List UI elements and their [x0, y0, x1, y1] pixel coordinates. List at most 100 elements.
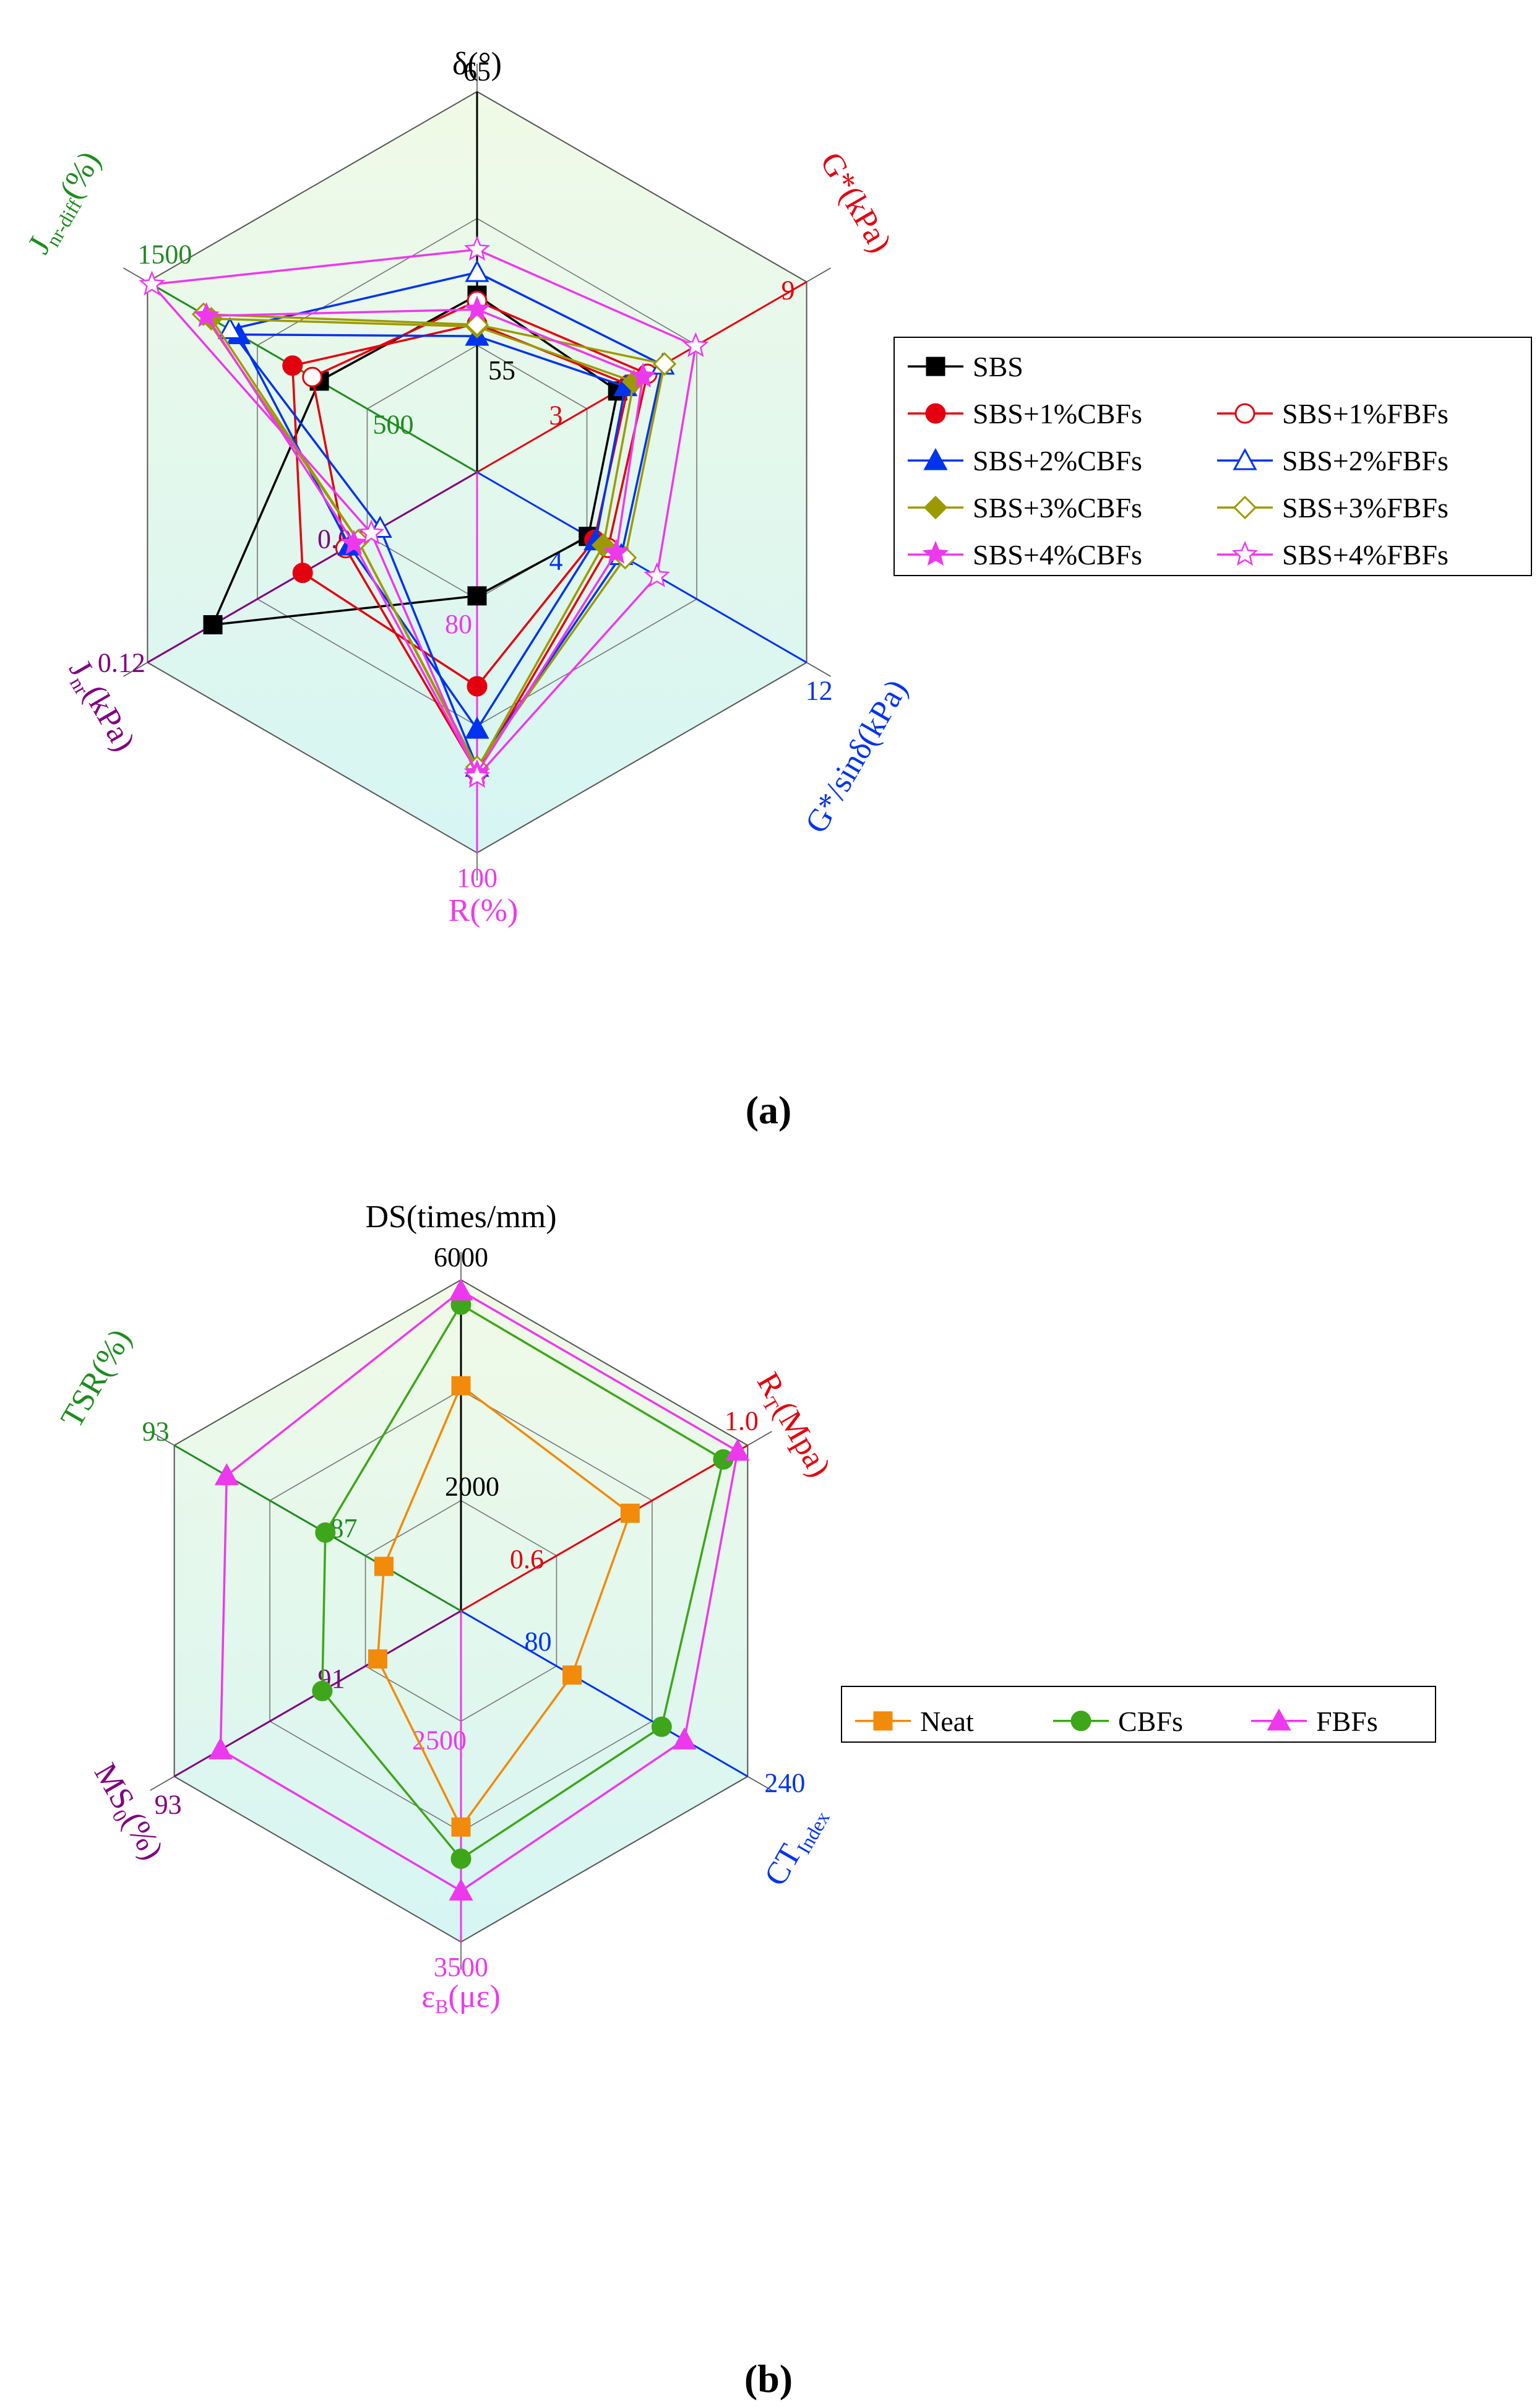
outer-spoke: [747, 1431, 772, 1446]
point-SBS+1%CBFs-Jdiff: [282, 355, 303, 376]
axis-title-gstar: G*(kPa): [813, 147, 898, 259]
axis-title-RT: RT(Mpa): [747, 1366, 838, 1485]
legend-label-SBS: SBS: [973, 351, 1023, 382]
point-FBFs-MS0: [208, 1737, 233, 1759]
outer-spoke: [123, 267, 148, 283]
tick-label-Jdiff: 1500: [137, 240, 192, 270]
tick-label-gsin: 12: [806, 676, 833, 706]
radar-chart-a: 655593124100800.120.041500500δ(°)G*(kPa)…: [21, 46, 1532, 928]
point-CBFs-MS0: [312, 1680, 333, 1701]
legend-marker-SBS+1%FBFs: [1234, 403, 1255, 424]
outer-spoke: [747, 1776, 772, 1791]
point-Neat-RT: [620, 1503, 640, 1523]
tick-label-R: 100: [457, 863, 497, 893]
point-Neat-DS: [451, 1376, 471, 1396]
point-SBS-R: [467, 586, 487, 606]
point-CBFs-eB: [450, 1848, 471, 1869]
axis-line-Jnr: [147, 471, 478, 663]
point-SBS+3%FBFs-gstar: [652, 352, 677, 376]
point-SBS+1%CBFs-R: [467, 676, 488, 697]
axis-line-gsin: [476, 471, 807, 663]
point-SBS+2%FBFs-Jdiff: [218, 317, 243, 339]
outer-spoke: [123, 662, 148, 677]
legend-label-SBS+2%CBFs: SBS+2%CBFs: [973, 445, 1142, 477]
legend-marker-SBS+4%FBFs: [1231, 540, 1259, 566]
outer-spoke: [806, 267, 831, 283]
legend-label-SBS+3%CBFs: SBS+3%CBFs: [973, 492, 1142, 524]
caption-b: (b): [744, 2357, 793, 2401]
series-FBFs: [208, 1278, 750, 1901]
point-FBFs-TSR: [214, 1463, 239, 1485]
point-Neat-MS0: [368, 1649, 387, 1669]
tick-label-Jdiff: 500: [372, 410, 413, 440]
radar-chart-b: 600020001.00.6240803500250093919387DS(ti…: [54, 1199, 1436, 2017]
tick-label-TSR: 93: [142, 1417, 170, 1447]
point-FBFs-CT: [672, 1727, 697, 1750]
point-SBS-Jnr: [203, 615, 223, 635]
point-Neat-eB: [451, 1817, 471, 1837]
series-CBFs: [312, 1294, 734, 1869]
tick-label-CT: 80: [524, 1626, 551, 1657]
legend-marker-SBS+2%CBFs: [923, 448, 948, 470]
tick-label-DS: 2000: [445, 1472, 499, 1502]
point-SBS+4%CBFs-gsin: [603, 538, 630, 564]
legend-label-SBS+1%FBFs: SBS+1%FBFs: [1282, 398, 1449, 429]
tick-label-eB: 3500: [434, 1952, 488, 1982]
tick-label-gstar: 3: [549, 400, 563, 431]
caption-a: (a): [746, 1088, 792, 1132]
point-SBS+1%CBFs-Jnr: [292, 563, 313, 584]
point-CBFs-TSR: [315, 1522, 336, 1543]
point-FBFs-eB: [449, 1878, 473, 1901]
series-Neat: [368, 1376, 640, 1837]
legend-marker-FBFs: [1267, 1708, 1291, 1731]
point-FBFs-RT: [725, 1438, 750, 1461]
tick-label-DS: 6000: [434, 1242, 488, 1272]
outer-spoke: [806, 662, 831, 677]
legend-marker-SBS: [926, 356, 945, 376]
point-SBS+4%FBFs-gsin: [644, 562, 670, 587]
outer-spoke: [150, 1431, 175, 1446]
axis-title-delta: δ(°): [452, 46, 502, 82]
point-SBS+3%FBFs-delta: [465, 313, 489, 337]
tick-label-Jnr: 0.12: [98, 648, 145, 678]
point-SBS+2%CBFs-R: [465, 717, 489, 739]
axis-title-Jdiff: Jnr-diff(%): [21, 145, 110, 261]
axis-title-R: R(%): [449, 893, 519, 928]
point-SBS+1%FBFs-Jdiff: [302, 366, 323, 387]
legend-label-CBFs: CBFs: [1118, 1706, 1183, 1737]
point-SBS+4%CBFs-Jdiff: [193, 302, 220, 327]
point-SBS+2%FBFs-delta: [465, 260, 489, 282]
legend-marker-SBS+2%FBFs: [1233, 448, 1257, 470]
legend-label-SBS+3%FBFs: SBS+3%FBFs: [1282, 492, 1449, 524]
tick-label-delta: 55: [488, 355, 515, 386]
tick-label-gstar: 9: [781, 275, 795, 306]
legend-label-SBS+1%CBFs: SBS+1%CBFs: [973, 398, 1142, 429]
legend-marker-SBS+4%CBFs: [922, 540, 949, 566]
legend-marker-CBFs: [1070, 1711, 1091, 1732]
tick-label-eB: 2500: [412, 1725, 467, 1755]
legend-marker-SBS+3%FBFs: [1233, 495, 1257, 520]
legend-label-SBS+2%FBFs: SBS+2%FBFs: [1282, 445, 1449, 477]
point-SBS+4%CBFs-delta: [463, 295, 491, 321]
legend-box: [893, 337, 1532, 576]
point-CBFs-CT: [651, 1716, 672, 1737]
point-SBS+4%FBFs-Jdiff: [139, 270, 165, 296]
point-Neat-TSR: [374, 1556, 394, 1576]
axis-line-CT: [460, 1610, 749, 1777]
point-SBS+4%FBFs-gstar: [682, 332, 709, 358]
legend-label-Neat: Neat: [920, 1706, 974, 1737]
point-Neat-CT: [562, 1665, 582, 1685]
tick-label-R: 80: [445, 609, 472, 639]
axis-title-TSR: TSR(%): [54, 1323, 138, 1434]
legend-label-SBS+4%FBFs: SBS+4%FBFs: [1282, 539, 1449, 571]
axis-title-eB: εB(με): [421, 1979, 501, 2017]
point-SBS+4%CBFs-gstar: [629, 362, 657, 388]
legend-label-SBS+4%CBFs: SBS+4%CBFs: [973, 539, 1142, 571]
tick-label-RT: 1.0: [725, 1406, 759, 1436]
legend-label-FBFs: FBFs: [1316, 1706, 1378, 1737]
point-SBS+4%FBFs-R: [463, 762, 491, 788]
point-SBS+4%CBFs-Jnr: [340, 529, 367, 555]
legend-marker-SBS+1%CBFs: [925, 403, 946, 424]
point-SBS+4%FBFs-delta: [463, 235, 491, 261]
